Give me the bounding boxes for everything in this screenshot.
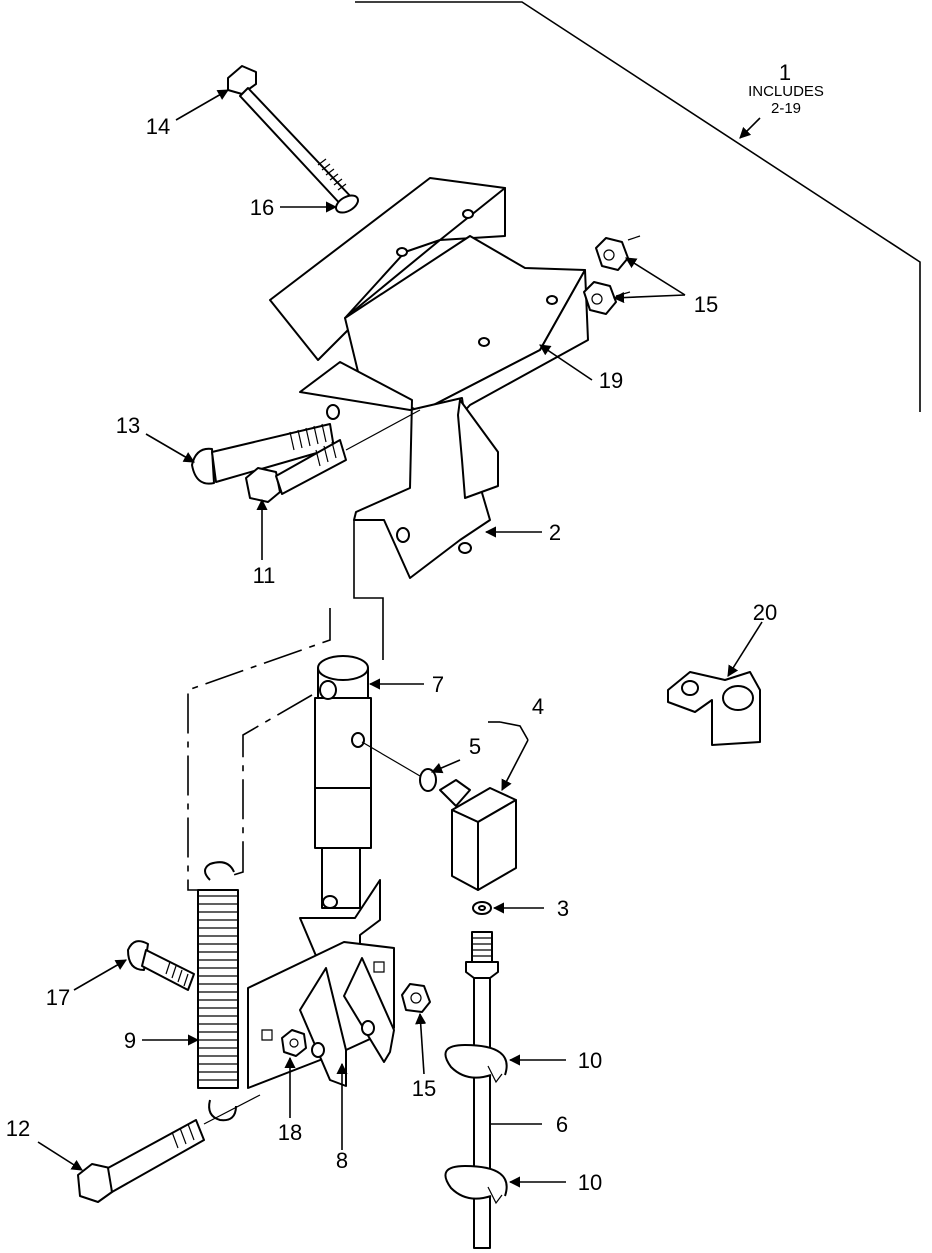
callout-1-number: 1: [779, 60, 791, 85]
leader-lines: [37, 89, 763, 1188]
callout-19: 19: [599, 368, 623, 393]
callout-10-lower: 10: [578, 1170, 602, 1195]
callout-2: 2: [549, 520, 561, 545]
bolt-12: [77, 1094, 261, 1203]
callout-3: 3: [557, 896, 569, 921]
washer-3: [472, 901, 492, 915]
callout-1-range: 2-19: [771, 100, 801, 117]
callout-15-lower: 15: [412, 1076, 436, 1101]
o-ring-5: [361, 741, 437, 792]
callout-10-upper: 10: [578, 1048, 602, 1073]
callout-5: 5: [469, 734, 481, 759]
callout-11: 11: [253, 563, 276, 588]
callout-1-includes: INCLUDES: [748, 83, 824, 100]
callout-9: 9: [124, 1028, 136, 1053]
callout-15-upper: 15: [694, 292, 718, 317]
clamp-20: [667, 671, 761, 746]
callout-18: 18: [278, 1120, 302, 1145]
pedal-support-bracket: [269, 177, 589, 439]
callout-14: 14: [146, 114, 170, 139]
bolt-17: [127, 940, 195, 991]
mount-bracket-8: [247, 879, 395, 1089]
clip-10-lower: [444, 1165, 508, 1205]
bolt-14: [227, 65, 355, 209]
callout-8: 8: [336, 1148, 348, 1173]
phantom-arm-outline: [187, 608, 331, 891]
callout-1: 1 INCLUDES 2-19: [739, 60, 824, 139]
clip-10-upper: [444, 1044, 508, 1084]
callout-17: 17: [46, 985, 70, 1010]
callout-20: 20: [753, 600, 777, 625]
rod-6: [465, 931, 499, 1249]
spring-9: [197, 861, 239, 1122]
pedal-lever: [299, 361, 499, 660]
callout-12: 12: [6, 1116, 30, 1141]
switch-4: [439, 779, 517, 891]
callout-7: 7: [432, 672, 444, 697]
pivot-pin-7: [314, 655, 372, 909]
callout-16: 16: [250, 195, 274, 220]
callout-6: 6: [556, 1112, 568, 1137]
nut-18: [281, 1029, 307, 1057]
bolt-11: [245, 409, 421, 503]
nut-15-lower: [401, 983, 431, 1013]
callout-4: 4: [532, 694, 544, 719]
bolt-13: [191, 423, 335, 485]
assembly-bracket-line: [355, 1, 921, 412]
callout-13: 13: [116, 413, 140, 438]
nut-15-upper: [583, 235, 641, 315]
